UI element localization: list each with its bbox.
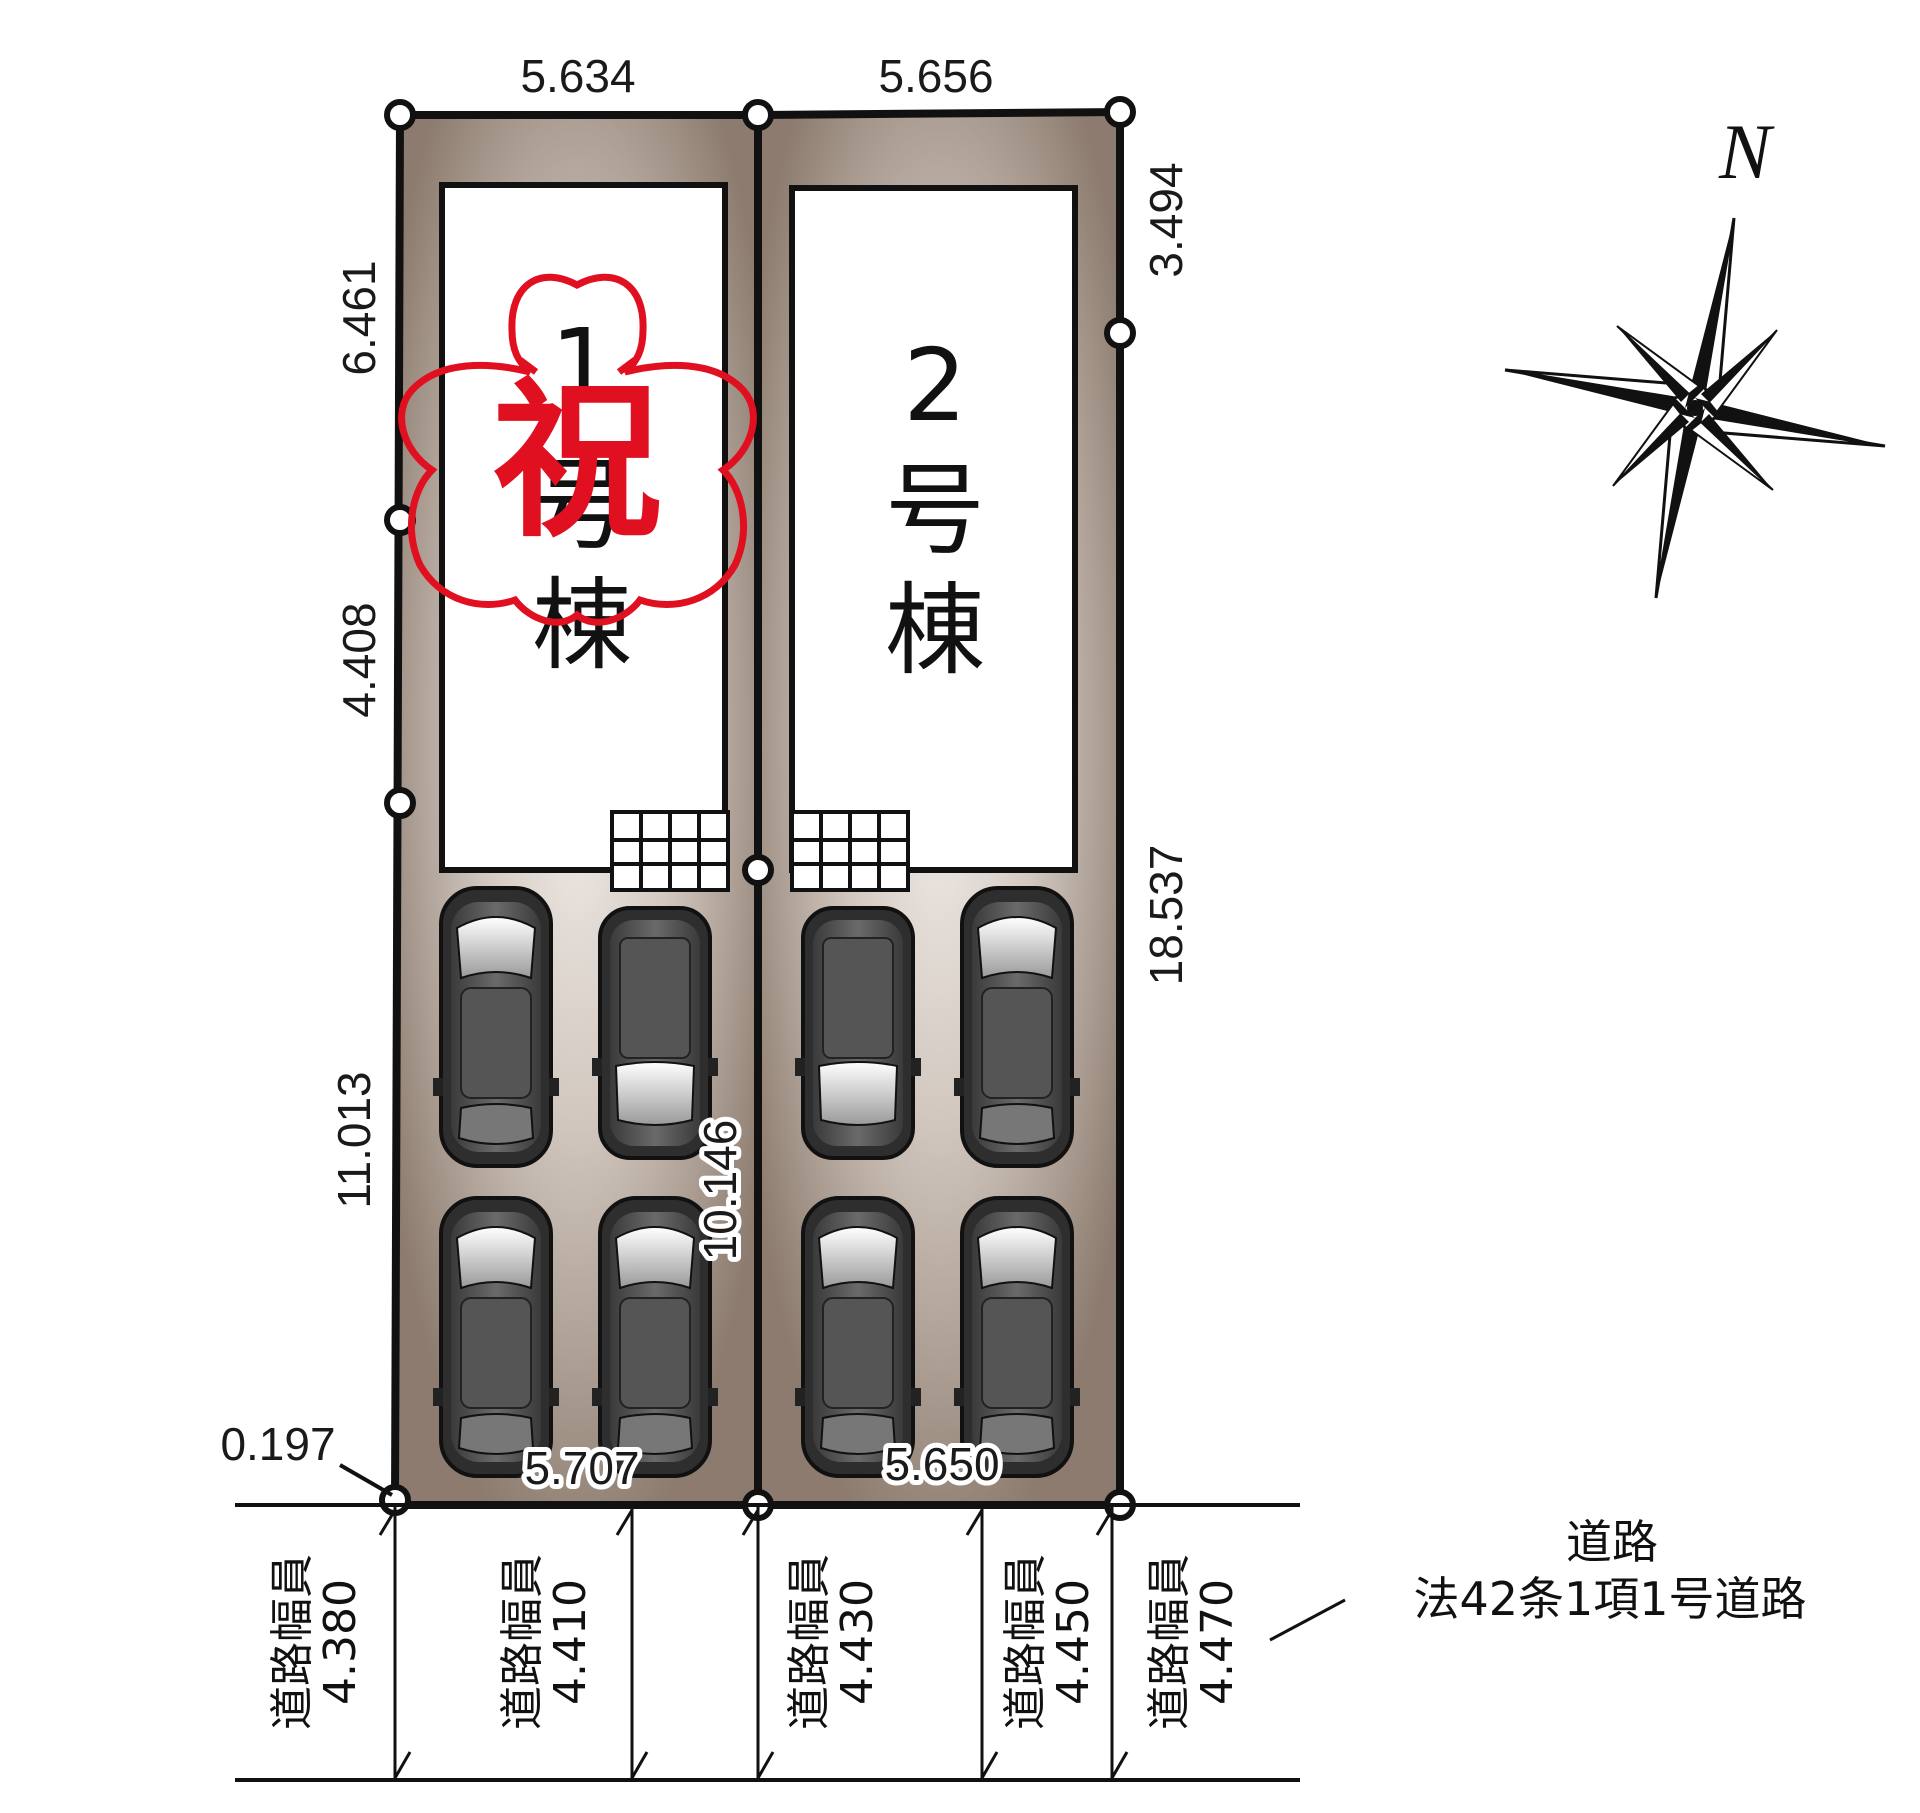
survey-point-icon — [384, 99, 416, 131]
lot-2-car-icon — [793, 1196, 923, 1478]
lot-1-suffix-to: 棟 — [532, 567, 632, 684]
svg-text:4.430: 4.430 — [832, 1579, 883, 1705]
dim-left-upper: 6.461 — [333, 260, 385, 375]
dim-center-divider-group: 10.146 10.146 — [689, 1115, 751, 1266]
lot-2-car-icon — [952, 886, 1082, 1168]
lot-2-car-icon — [793, 906, 923, 1160]
svg-text:4.450: 4.450 — [1048, 1579, 1099, 1705]
corner-offset-leader — [339, 1463, 393, 1497]
dim-left-middle: 4.408 — [333, 602, 385, 717]
dim-right-upper: 3.494 — [1140, 162, 1192, 277]
survey-point-icon — [1104, 317, 1136, 349]
dim-bottom-left-halo: 5.707 — [524, 1442, 639, 1494]
dimension-labels: 5.634 5.656 6.461 4.408 11.013 3.494 18.… — [220, 50, 1192, 1499]
lot-1-number: 1 — [550, 307, 614, 424]
dim-center-divider-halo: 10.146 — [694, 1120, 746, 1261]
dim-bottom-right: 5.650 — [884, 1438, 999, 1490]
lot-2-building — [789, 185, 1078, 873]
celebration-stamp: 祝 — [398, 273, 757, 626]
survey-point-icon — [742, 99, 774, 131]
svg-text:道路幅員: 道路幅員 — [1144, 1554, 1195, 1730]
svg-text:4.410: 4.410 — [545, 1579, 596, 1705]
lot-2-number: 2 — [903, 327, 967, 444]
lot-2-entrance-icon — [790, 810, 910, 892]
dim-right-lower: 18.537 — [1140, 845, 1192, 986]
stamp-text: 祝 — [492, 363, 662, 561]
lot-2-car-icon — [952, 1196, 1082, 1478]
survey-point-icon — [384, 787, 416, 819]
dim-center-divider: 10.146 — [694, 1120, 746, 1261]
svg-text:道路幅員: 道路幅員 — [497, 1554, 548, 1730]
dim-top-right: 5.656 — [878, 50, 993, 102]
dim-top-left: 5.634 — [520, 50, 635, 102]
lot-1-building — [439, 182, 728, 873]
survey-point-icon — [1104, 96, 1136, 128]
dim-left-lower: 11.013 — [328, 1071, 380, 1208]
survey-point-icon — [742, 854, 774, 886]
road-title: 道路 — [1566, 1515, 1658, 1569]
lot-1-car-icon — [431, 886, 561, 1168]
lot-2: 2 号 棟 — [754, 107, 1124, 1509]
sakura-flower-icon — [398, 273, 757, 626]
road: 道路幅員 4.380 道路幅員 4.410 道路幅員 4.430 道路幅員 4.… — [235, 1503, 1807, 1782]
road-width-5: 道路幅員 4.470 — [1144, 1554, 1243, 1730]
lot-1-entrance-icon — [610, 810, 730, 892]
road-width-markers — [378, 1505, 1346, 1780]
road-width-2: 道路幅員 4.410 — [497, 1554, 596, 1730]
road-width-4: 道路幅員 4.450 — [1000, 1554, 1099, 1730]
svg-text:道路幅員: 道路幅員 — [267, 1554, 318, 1730]
compass-north-label: N — [1718, 108, 1775, 195]
lot-2-suffix-to: 棟 — [885, 572, 985, 689]
compass-rose-icon — [1504, 217, 1886, 599]
svg-text:道路幅員: 道路幅員 — [784, 1554, 835, 1730]
road-width-3: 道路幅員 4.430 — [784, 1554, 883, 1730]
svg-text:4.380: 4.380 — [315, 1579, 366, 1705]
dim-bottom-right-halo: 5.650 — [884, 1438, 999, 1490]
svg-text:4.470: 4.470 — [1192, 1579, 1243, 1705]
lot-2-suffix-go: 号 — [885, 452, 985, 569]
lot-1-car-icon — [431, 1196, 561, 1478]
lot-1: 1 号 棟 — [390, 111, 762, 1509]
dim-corner-offset: 0.197 — [220, 1418, 335, 1470]
road-classification: 法42条1項1号道路 — [1413, 1572, 1806, 1626]
road-width-1: 道路幅員 4.380 — [267, 1554, 366, 1730]
svg-text:道路幅員: 道路幅員 — [1000, 1554, 1051, 1730]
dim-bottom-left: 5.707 — [524, 1442, 639, 1494]
lot-1-suffix-go: 号 — [532, 447, 632, 564]
